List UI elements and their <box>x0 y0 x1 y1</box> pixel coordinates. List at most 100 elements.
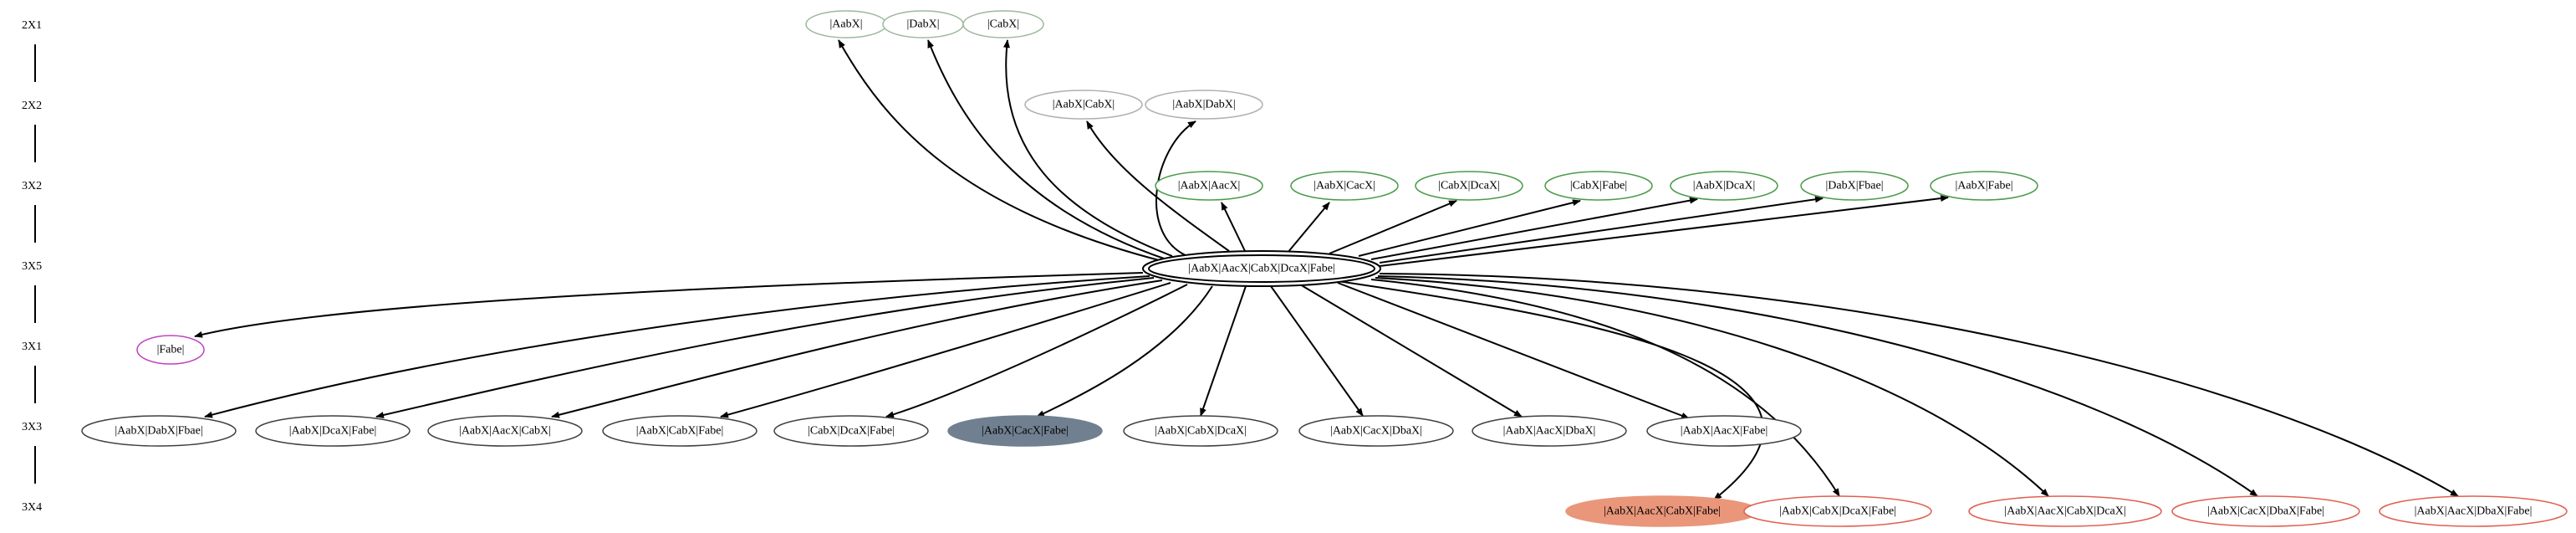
edge-root-to-n7 <box>1287 202 1330 254</box>
lattice-node[interactable]: |AabX|AacX|DbaX|Fabe| <box>2379 495 2568 527</box>
node-label: |AabX|Fabe| <box>1955 180 2012 192</box>
edge-root-to-n10 <box>1370 197 1698 260</box>
node-label: |AabX|AacX|CabX| <box>459 425 551 438</box>
lattice-node[interactable]: |AabX|CabX| <box>1024 90 1143 120</box>
node-ellipse <box>773 415 929 447</box>
lattice-node[interactable]: |AabX|DcaX| <box>1670 171 1778 201</box>
rank-label-3x4: 3X4 <box>22 501 42 514</box>
lattice-node[interactable]: |AabX|CacX|Fabe| <box>947 415 1103 447</box>
rank-label-3x5: 3X5 <box>22 260 42 273</box>
lattice-node[interactable]: |AabX|CabX|Fabe| <box>602 415 757 447</box>
node-ellipse <box>136 335 205 365</box>
node-label: |AabX|CabX|DcaX|Fabe| <box>1779 505 1896 518</box>
edge-root-to-n14 <box>204 275 1150 418</box>
node-label: |AabX|CacX|DbaX|Fabe| <box>2207 505 2324 518</box>
node-ellipse <box>1968 495 2162 527</box>
node-ellipse <box>1646 415 1802 447</box>
lattice-node[interactable]: |AabX|AacX| <box>1155 171 1263 201</box>
lattice-node[interactable]: |AabX|CabX|DcaX| <box>1123 415 1278 447</box>
edge-root-to-n12 <box>1379 195 1949 267</box>
lattice-node[interactable]: |AabX|CacX| <box>1290 171 1399 201</box>
node-label: |AabX|CacX|DbaX| <box>1330 425 1422 438</box>
node-label: |AabX|CabX|Fabe| <box>636 425 724 438</box>
root-node-outer-ring <box>1142 250 1381 287</box>
rank-axis: 2X1 2X2 3X2 3X5 3X1 3X3 3X4 <box>22 19 42 514</box>
lattice-node[interactable]: |CabX|DcaX|Fabe| <box>773 415 929 447</box>
node-ellipse <box>962 10 1044 38</box>
node-ellipse <box>1024 90 1143 120</box>
lattice-node[interactable]: |AabX|CacX|DbaX| <box>1298 415 1454 447</box>
lattice-node[interactable]: |CabX|Fabe| <box>1544 171 1653 201</box>
edge-root-to-n27 <box>1377 275 2258 497</box>
edge-root-to-n4 <box>1086 120 1230 252</box>
node-label: |CabX| <box>987 18 1019 31</box>
edge-root-to-n6 <box>1221 202 1247 254</box>
node-label: |AabX|CacX|Fabe| <box>982 425 1069 438</box>
node-label: |AabX|AacX|DbaX|Fabe| <box>2415 505 2533 518</box>
lattice-node[interactable]: |AabX|AacX|CabX|DcaX| <box>1968 495 2162 527</box>
edge-root-to-n18 <box>885 284 1188 418</box>
node-ellipse <box>255 415 411 447</box>
node-label: |AabX|CabX| <box>1053 99 1115 111</box>
root-node[interactable]: |AabX|AacX|CabX|DcaX|Fabe| <box>1142 250 1381 287</box>
lattice-node[interactable]: |AabX|Fabe| <box>1930 171 2038 201</box>
lattice-node[interactable]: |DabX|Fbae| <box>1800 171 1909 201</box>
lattice-node[interactable]: |AabX|AacX|DbaX| <box>1472 415 1627 447</box>
edge-root-to-n26 <box>1375 277 2049 497</box>
edge-root-to-n11 <box>1379 196 1824 264</box>
node-ellipse <box>602 415 757 447</box>
lattice-node[interactable]: |AabX|DabX|Fbae| <box>81 415 237 447</box>
node-ellipse <box>2379 495 2568 527</box>
lattice-node[interactable]: |AabX|DcaX|Fabe| <box>255 415 411 447</box>
node-label: |CabX|DcaX|Fabe| <box>808 425 895 438</box>
lattice-node[interactable]: |Fabe| <box>136 335 205 365</box>
edge-root-to-n24 <box>1337 280 1764 500</box>
root-node-inner-ring <box>1148 254 1375 283</box>
edge-root-to-n9 <box>1358 199 1581 257</box>
edge-root-to-n1 <box>838 39 1163 262</box>
lattice-node[interactable]: |CabX|DcaX| <box>1415 171 1523 201</box>
node-label: |AabX|DcaX|Fabe| <box>289 425 377 438</box>
lattice-node[interactable]: |DabX| <box>882 10 964 38</box>
node-ellipse <box>947 415 1103 447</box>
node-ellipse <box>1415 171 1523 201</box>
node-ellipse <box>1155 171 1263 201</box>
node-ellipse <box>1544 171 1653 201</box>
node-layer: |AabX| |DabX| |CabX| |AabX|CabX| |AabX|DabX|… <box>81 10 2568 527</box>
node-ellipse <box>1800 171 1909 201</box>
lattice-node[interactable]: |AabX|DabX| <box>1145 90 1263 120</box>
lattice-node[interactable]: |CabX| <box>962 10 1044 38</box>
node-ellipse <box>1123 415 1278 447</box>
rank-label-3x2: 3X2 <box>22 180 42 192</box>
node-label: |AabX|AacX|CabX|Fabe| <box>1604 505 1721 518</box>
node-label: |Fabe| <box>157 344 185 356</box>
node-label: |AabX| <box>829 18 862 31</box>
rank-label-3x1: 3X1 <box>22 341 42 353</box>
lattice-node[interactable]: |AabX|AacX|CabX| <box>427 415 583 447</box>
node-ellipse <box>1290 171 1399 201</box>
node-label: |AabX|DabX|Fbae| <box>115 425 202 438</box>
lattice-node[interactable]: |AabX| <box>805 10 887 38</box>
rank-label-2x1: 2X1 <box>22 19 42 32</box>
node-label: |AabX|AacX|DbaX| <box>1503 425 1596 438</box>
edge-root-to-n25 <box>1370 279 1840 497</box>
node-label: |AabX|CabX|DcaX| <box>1155 425 1247 438</box>
edge-root-to-n16 <box>551 279 1163 418</box>
lattice-node[interactable]: |AabX|CacX|DbaX|Fabe| <box>2171 495 2360 527</box>
node-ellipse <box>1472 415 1627 447</box>
node-label: |AabX|DabX| <box>1172 99 1235 111</box>
edge-root-to-n22 <box>1299 284 1523 418</box>
node-label: |AabX|CacX| <box>1314 180 1375 192</box>
edge-root-to-n2 <box>927 39 1167 260</box>
node-ellipse <box>1930 171 2038 201</box>
lattice-node[interactable]: |AabX|AacX|CabX|Fabe| <box>1565 495 1759 527</box>
edge-root-to-n8 <box>1329 200 1457 254</box>
node-ellipse <box>81 415 237 447</box>
lattice-node[interactable]: |AabX|CabX|DcaX|Fabe| <box>1743 495 1932 527</box>
node-ellipse <box>427 415 583 447</box>
node-ellipse <box>1743 495 1932 527</box>
node-ellipse <box>2171 495 2360 527</box>
node-ellipse <box>1145 90 1263 120</box>
lattice-node[interactable]: |AabX|AacX|Fabe| <box>1646 415 1802 447</box>
